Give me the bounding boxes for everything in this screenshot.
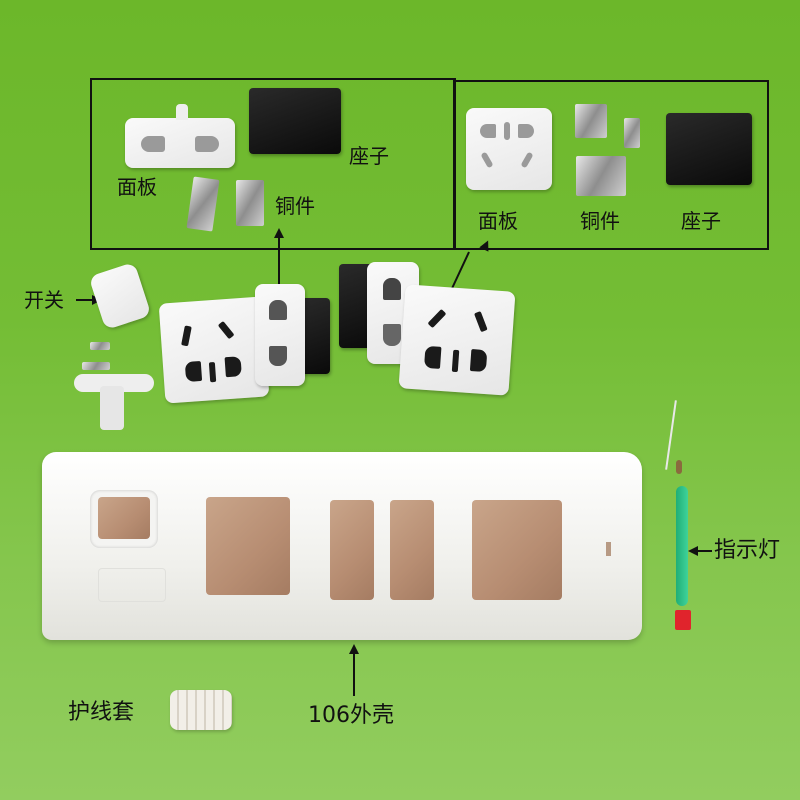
indicator-arrowhead (688, 546, 698, 556)
copper-part-2 (236, 180, 264, 226)
red-led (675, 610, 691, 630)
led-sleeve (676, 486, 688, 606)
copper-part-4 (624, 118, 640, 148)
cable-sleeve (170, 690, 232, 730)
two-hole-socket-left (255, 284, 305, 386)
five-hole-socket-left (158, 296, 270, 404)
led-lead-wire (665, 400, 677, 470)
switch-label: 开关 (24, 288, 64, 312)
right-panel-label: 面板 (478, 209, 518, 233)
housing-arrowhead (349, 644, 359, 654)
switch-window (98, 497, 150, 539)
housing-arrow-line (353, 652, 355, 696)
left-copper-label: 铜件 (275, 194, 315, 218)
indicator-slot (606, 542, 611, 556)
socket-base-black (249, 88, 341, 154)
indicator-arrow-line (696, 550, 712, 552)
housing-label: 106外壳 (308, 703, 394, 728)
resistor (676, 460, 682, 474)
left-parts-box (90, 78, 456, 250)
socket-window-1 (206, 497, 290, 595)
right-parts-box (453, 80, 769, 250)
right-base-label: 座子 (681, 209, 721, 233)
socket-window-2 (330, 500, 374, 600)
two-pin-panel (125, 118, 235, 168)
cable-sleeve-label: 护线套 (68, 700, 135, 725)
right-copper-label: 铜件 (580, 209, 620, 233)
socket-window-4 (472, 500, 562, 600)
panel-post (176, 104, 188, 120)
brand-logo-plate (98, 568, 166, 602)
left-panel-label: 面板 (117, 175, 157, 199)
power-strip-housing (42, 452, 642, 640)
switch-arrow-line (76, 299, 94, 301)
socket-window-3 (390, 500, 434, 600)
switch-button (88, 261, 152, 331)
right-box-arrow-line (451, 251, 470, 289)
five-hole-panel (466, 108, 552, 190)
copper-part-3 (575, 104, 607, 138)
plug-core (72, 340, 154, 430)
left-box-arrowhead (274, 228, 284, 238)
five-hole-socket-right (398, 284, 516, 396)
left-base-label: 座子 (349, 144, 389, 168)
indicator-light-label: 指示灯 (714, 538, 781, 563)
copper-part-5 (576, 156, 626, 196)
left-box-arrow-line (278, 236, 280, 284)
socket-base-black-2 (666, 113, 752, 185)
